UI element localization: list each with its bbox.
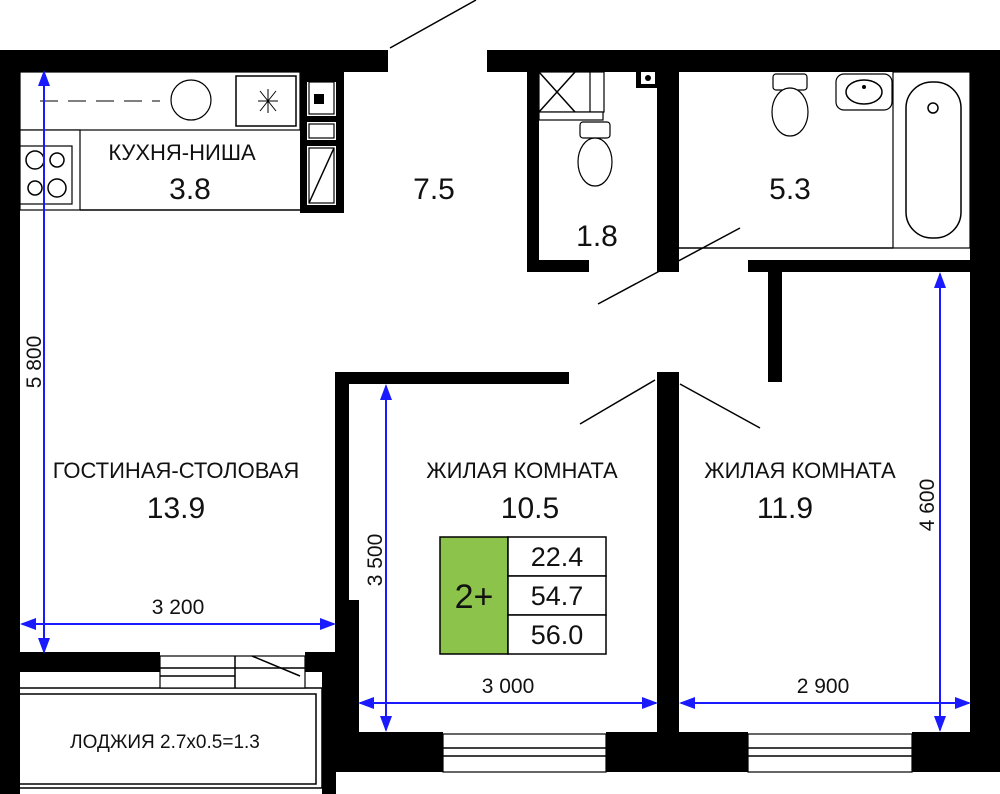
wc-area: 1.8 <box>576 220 618 253</box>
dim-bedroom2-width: 2 900 <box>797 675 850 698</box>
bedroom1-name: ЖИЛАЯ КОМНАТА <box>426 458 618 483</box>
loggia <box>0 672 336 794</box>
bathtub-icon <box>892 71 971 249</box>
walls <box>0 50 1000 772</box>
bedroom2-name: ЖИЛАЯ КОМНАТА <box>704 458 896 483</box>
rooms-badge-text: 2+ <box>455 578 494 616</box>
loggia-name: ЛОДЖИЯ 2.7x0.5=1.3 <box>70 732 260 753</box>
washbasin-icon <box>835 73 893 111</box>
dim-living-width: 3 200 <box>152 596 205 619</box>
bath-area: 5.3 <box>769 173 811 206</box>
summary-living-area: 22.4 <box>531 542 584 572</box>
kitchen-area: 3.8 <box>169 173 211 206</box>
bedroom1-area: 10.5 <box>501 492 559 525</box>
window <box>747 733 913 773</box>
toilet-icon <box>577 121 613 187</box>
rooms-badge <box>439 536 509 655</box>
dim-bedroom1-height: 3 500 <box>364 534 387 587</box>
dim-bedroom2-height: 4 600 <box>916 479 939 532</box>
balcony-door <box>159 655 306 689</box>
summary-total-with-loggia: 56.0 <box>531 620 584 650</box>
kitchen-name: КУХНЯ-НИША <box>108 140 256 165</box>
dim-left-height: 5 800 <box>23 336 46 389</box>
fixtures <box>0 0 971 794</box>
dim-bedroom1-width: 3 000 <box>482 675 535 698</box>
living-area: 13.9 <box>147 492 205 525</box>
dimension-lines <box>20 70 971 732</box>
summary-total-area: 54.7 <box>531 581 584 611</box>
hood-icon <box>258 89 278 113</box>
cooktop-icon <box>19 145 73 205</box>
hall-area: 7.5 <box>413 173 455 206</box>
toilet-icon <box>771 73 809 137</box>
kitchen-sink-icon <box>170 79 212 121</box>
bedroom2-area: 11.9 <box>757 492 813 525</box>
living-name: ГОСТИНАЯ-СТОЛОВАЯ <box>53 458 300 483</box>
area-summary-table: 2+ 22.4 54.7 56.0 <box>439 536 607 655</box>
window <box>442 733 607 773</box>
